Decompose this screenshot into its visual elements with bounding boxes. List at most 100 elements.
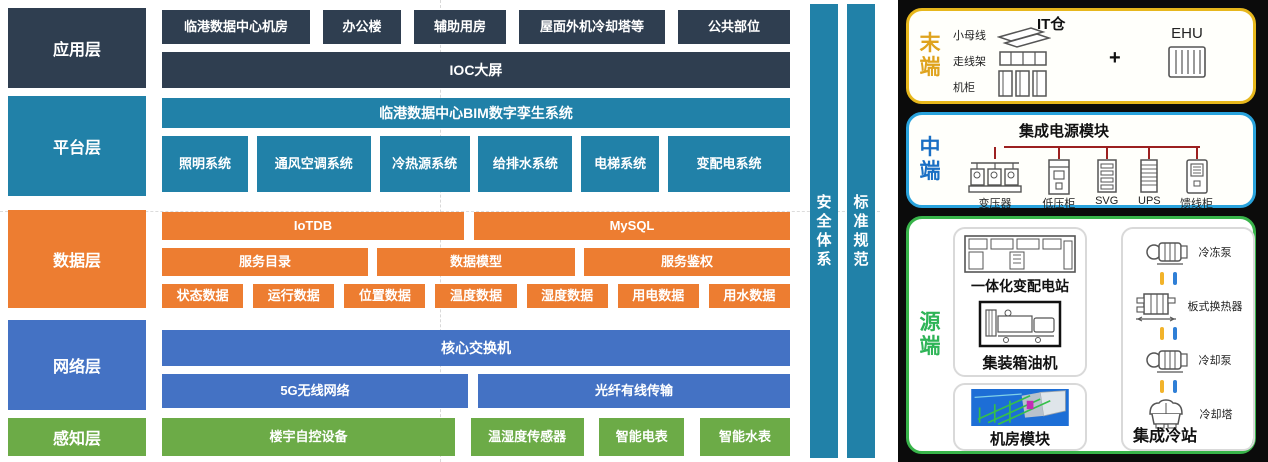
section-middle: 中端 集成电源模块 [906,112,1256,211]
box-cooling-heat-source-system: 冷热源系统 [379,136,470,192]
network-links-row: 5G无线网络 光纤有线传输 [162,374,790,408]
plus-sign: + [1109,47,1121,69]
box-office-building: 办公楼 [323,10,401,44]
box-power-distribution-system: 变配电系统 [667,136,790,192]
box-water-supply-drainage-system: 给排水系统 [478,136,573,192]
ups-icon [1140,159,1159,193]
box-data-model: 数据模型 [377,248,575,276]
integrated-power-module-title: 集成电源模块 [1019,123,1110,140]
label-cable-tray: 走线架 [953,56,986,68]
layer-label-data: 数据层 [8,210,146,308]
cable-tray-icon [999,51,1047,66]
cooling-pump-icon [1145,350,1188,373]
flow-dashes [1159,272,1177,285]
substation-subbox: 一体化变配电站 集装箱油机 [953,227,1087,377]
layer-label-platform: 平台层 [8,96,146,196]
power-bus-line [1004,146,1200,148]
ups-device: UPS [1138,147,1161,211]
box-humidity-data: 湿度数据 [526,284,608,308]
chilled-pump-label: 冷冻泵 [1198,247,1232,259]
box-status-data: 状态数据 [162,284,244,308]
middle-devices-row: 变压器 低压柜 [967,147,1213,211]
layer-label-sensing: 感知层 [8,418,146,456]
box-ioc-screen: IOC大屏 [162,52,790,88]
substation-label: 一体化变配电站 [971,278,1069,294]
middle-label: 中端 [919,136,941,183]
drop-line [1057,147,1060,159]
blue-dash [1172,327,1177,340]
flow-dashes [1159,380,1177,393]
cold-station-subbox: 冷冻泵 [1121,227,1255,451]
drop-line [1105,147,1108,159]
chain-item-cooling-pump: 冷却泵 [1145,345,1232,375]
lv-cabinet-device: 低压柜 [1042,147,1075,211]
box-mysql: MySQL [474,212,790,240]
ehu-icon [1167,45,1207,79]
box-roof-cooling-tower: 屋面外机冷却塔等 [519,10,665,44]
section-source: 源端 一体化变配电站 [906,216,1256,454]
feeder-cabinet-device: 馈线柜 [1180,147,1213,211]
cooling-pump-label: 冷却泵 [1198,355,1232,367]
blue-dash [1172,272,1177,285]
box-public-area: 公共部位 [678,10,790,44]
label-busbar: 小母线 [953,30,986,42]
section-terminal: 末端 小母线 走线架 机柜 IT仓 [906,8,1256,104]
box-smart-electric-meter: 智能电表 [599,418,685,456]
feeder-cabinet-icon [1185,159,1208,194]
substation-icon [964,235,1076,273]
rack-cabinets-icon [997,68,1051,98]
transformer-icon [968,162,1022,193]
box-fiber-wired: 光纤有线传输 [478,374,790,408]
box-core-switch: 核心交换机 [162,330,790,366]
app-buildings-row: 临港数据中心机房 办公楼 辅助用房 屋面外机冷却塔等 公共部位 [162,10,790,44]
heat-exchanger-label: 板式换热器 [1187,301,1243,313]
box-datacenter-room: 临港数据中心机房 [162,10,310,44]
platform-systems-row: 照明系统 通风空调系统 冷热源系统 给排水系统 电梯系统 变配电系统 [162,136,790,192]
svg-compensator-icon [1096,159,1117,193]
box-service-auth: 服务鉴权 [584,248,790,276]
transformer-device: 变压器 [967,147,1023,211]
equipment-panel: 末端 小母线 走线架 机柜 IT仓 [898,0,1268,462]
box-position-data: 位置数据 [344,284,426,308]
svg-device: SVG [1095,147,1119,211]
blue-dash [1172,380,1177,393]
chain-item-chilled-pump: 冷冻泵 [1145,237,1232,267]
layer-label-network: 网络层 [8,320,146,410]
chain-item-heat-exchanger: 板式换热器 [1134,290,1243,322]
lv-cabinet-label: 低压柜 [1042,198,1076,210]
feeder-cabinet-label: 馈线柜 [1180,198,1213,210]
box-hvac-system: 通风空调系统 [256,136,371,192]
yellow-dash [1159,272,1164,285]
box-service-catalog: 服务目录 [162,248,368,276]
box-electricity-data: 用电数据 [617,284,699,308]
generator-icon [978,300,1062,348]
box-bim-digital-twin: 临港数据中心BIM数字孪生系统 [162,98,790,128]
cooling-tower-label: 冷却塔 [1199,409,1233,421]
box-auxiliary-room: 辅助用房 [414,10,506,44]
lv-cabinet-icon [1048,159,1070,195]
box-water-data: 用水数据 [708,284,790,308]
ehu-label: EHU [1171,25,1203,42]
box-smart-water-meter: 智能水表 [699,418,790,456]
room-module-image [971,389,1069,426]
data-db-row: IoTDB MySQL [162,212,790,240]
bar-security-system: 安全体系 [810,4,838,458]
chain-item-cooling-tower: 冷却塔 [1144,398,1233,430]
layer-label-application: 应用层 [8,8,146,88]
box-5g-wireless: 5G无线网络 [162,374,468,408]
cooling-tower-icon [1148,399,1183,429]
room-module-subbox: 机房模块 [953,383,1087,451]
terminal-label: 末端 [919,32,941,79]
transformer-label: 变压器 [978,198,1012,210]
chilled-pump-icon [1145,242,1188,265]
box-temperature-data: 温度数据 [435,284,517,308]
box-building-automation: 楼宇自控设备 [162,418,455,456]
cold-station-label: 集成冷站 [1133,428,1198,445]
flow-dashes [1159,327,1177,340]
box-operation-data: 运行数据 [253,284,335,308]
label-rack: 机柜 [953,82,975,94]
box-iotdb: IoTDB [162,212,464,240]
drop-line [1148,147,1151,159]
generator-label: 集装箱油机 [982,355,1058,372]
data-services-row: 服务目录 数据模型 服务鉴权 [162,248,790,276]
